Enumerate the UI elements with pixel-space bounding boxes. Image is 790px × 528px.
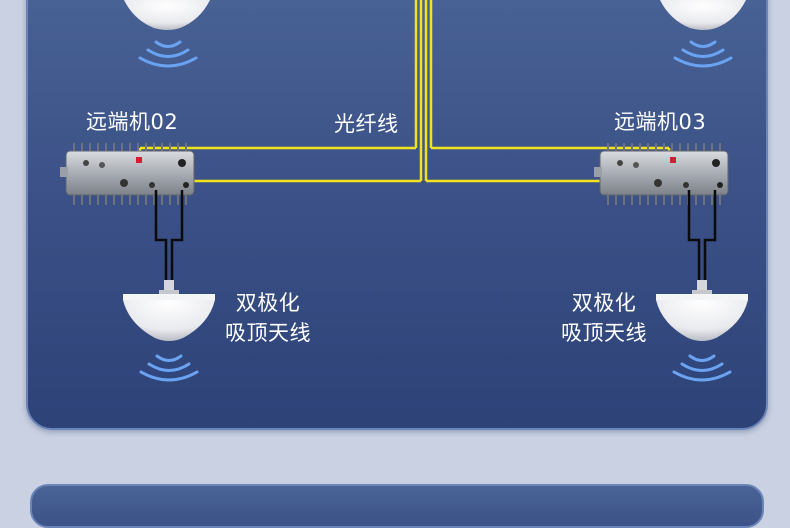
remote-unit-icon xyxy=(593,142,729,206)
ceiling-antenna-icon xyxy=(660,0,746,30)
remote-unit-label-left: 远端机02 xyxy=(86,110,179,134)
fiber-lines xyxy=(138,0,671,183)
ceiling-antenna-icon xyxy=(124,0,210,30)
ceiling-antenna-icon xyxy=(123,280,215,341)
network-diagram xyxy=(59,0,748,382)
signal-wave-icon xyxy=(139,354,199,382)
antenna-label-left-line1: 双极化 xyxy=(235,291,301,315)
remote-unit-icon xyxy=(59,142,195,206)
signal-wave-icon xyxy=(673,40,733,68)
ceiling-antenna-icon xyxy=(656,280,748,341)
antenna-label-right-line1: 双极化 xyxy=(571,291,637,315)
signal-wave-icon xyxy=(672,354,732,382)
coax-cables xyxy=(154,190,717,282)
signal-wave-icon xyxy=(138,40,198,68)
diagram-panel xyxy=(26,0,768,430)
fiber-label: 光纤线 xyxy=(334,112,399,136)
remote-unit-label-right: 远端机03 xyxy=(614,110,707,134)
antenna-label-left-line2: 吸顶天线 xyxy=(225,321,311,345)
antenna-label-right-line2: 吸顶天线 xyxy=(561,321,647,345)
